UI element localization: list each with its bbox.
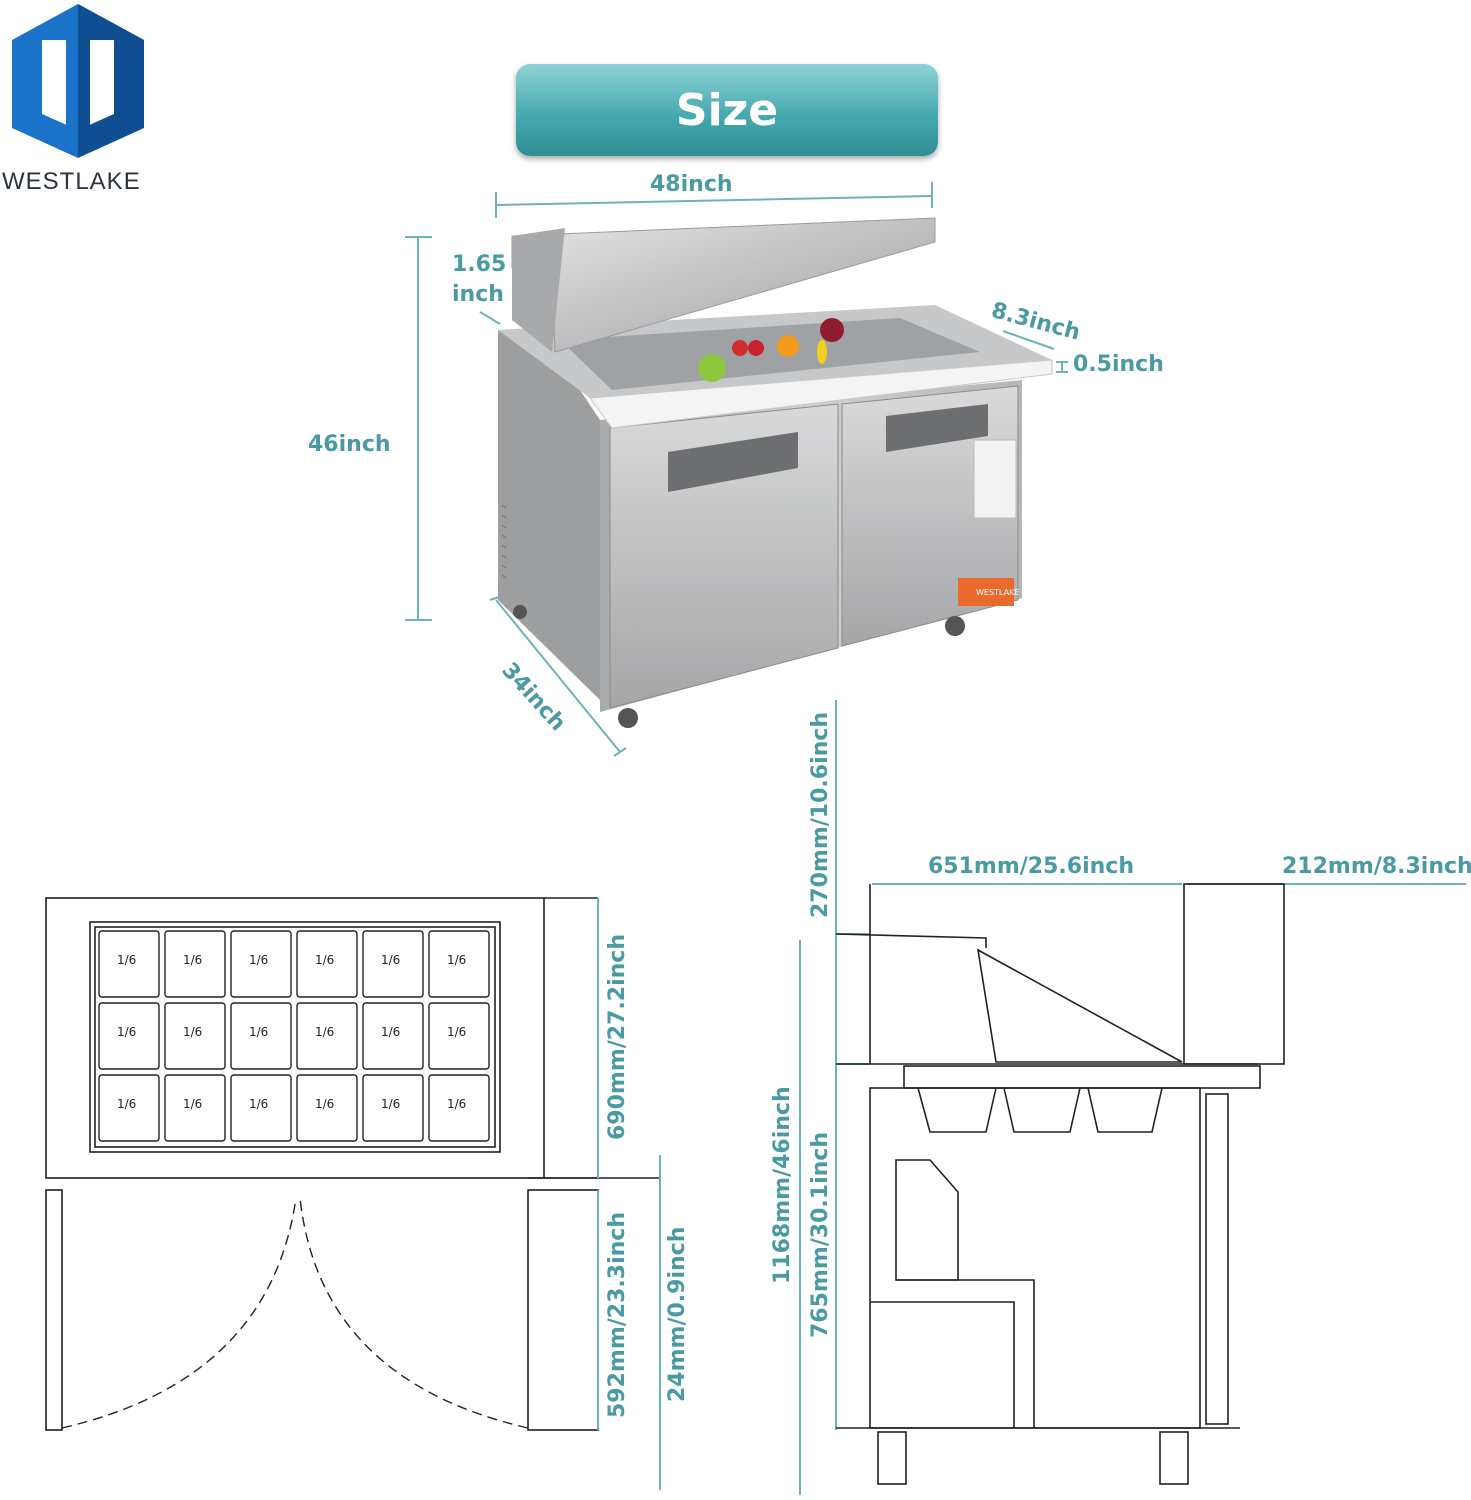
- dimension-lines: [405, 182, 1068, 757]
- board-thickness-label: 0.5inch: [1073, 352, 1164, 377]
- pan-slot: [428, 1002, 490, 1070]
- pan-size-label: 1/6: [381, 953, 400, 967]
- westlake-logo-icon: [12, 4, 144, 158]
- pan-slot: [230, 930, 292, 998]
- pan-size-label: 1/6: [381, 1097, 400, 1111]
- pan-slot: [296, 1074, 358, 1142]
- total-height-dim: 1168mm/46inch: [770, 1086, 795, 1284]
- brand-logo: [8, 2, 148, 162]
- lid-height-dim: 270mm/10.6inch: [808, 712, 833, 918]
- door-swing-arcs: [61, 1197, 529, 1429]
- fruit: [698, 354, 726, 382]
- side-view-outline: [835, 883, 1285, 1485]
- westlake-badge: [958, 578, 1014, 606]
- fruit: [777, 335, 799, 357]
- cutting-board-side: [1183, 883, 1285, 1065]
- pan-slot: [428, 1074, 490, 1142]
- left-door-handle: [668, 432, 798, 492]
- pan-size-label: 1/6: [447, 953, 466, 967]
- height-label: 46inch: [308, 432, 391, 457]
- size-title-banner: Size: [516, 64, 938, 156]
- pan-size-label: 1/6: [315, 953, 334, 967]
- left-door: [609, 403, 839, 709]
- side-view-dimension-lines: [799, 700, 1466, 1495]
- lid-thickness-line2: inch: [452, 282, 504, 307]
- pan-size-label: 1/6: [447, 1097, 466, 1111]
- pan-well-outer: [89, 921, 501, 1153]
- caster-wheel: [945, 616, 965, 636]
- pan-size-label: 1/6: [117, 953, 136, 967]
- right-door-handle: [886, 404, 988, 452]
- caster-wheel: [618, 708, 638, 728]
- pan-slot: [296, 930, 358, 998]
- pan-slot: [98, 930, 160, 998]
- pan-well-inner: [94, 926, 496, 1148]
- pan-slot: [230, 1074, 292, 1142]
- left-door-outline: [45, 1189, 63, 1431]
- spec-sticker: [973, 439, 1017, 519]
- vent-grille: [501, 504, 507, 579]
- pan-size-label: 1/6: [447, 1025, 466, 1039]
- right-door-outline: [527, 1189, 599, 1431]
- lid-side: [512, 228, 565, 352]
- pan-size-label: 1/6: [117, 1025, 136, 1039]
- rail-top: [903, 1065, 1261, 1089]
- door-edge: [1205, 1093, 1229, 1425]
- top-view-outline: [45, 897, 545, 1179]
- pan-size-label: 1/6: [249, 1025, 268, 1039]
- rear-caster: [1159, 1431, 1189, 1485]
- cabinet-body: [869, 1087, 1201, 1429]
- pan-slot: [164, 1002, 226, 1070]
- pan-area: [560, 318, 980, 390]
- fruit: [817, 340, 827, 364]
- body-depth-dim: 651mm/25.6inch: [928, 854, 1134, 879]
- gap-dim: 24mm/0.9inch: [665, 1226, 690, 1402]
- top-view-drawing: 1/6 1/6 1/6 1/6 1/6 1/6 1/6 1/6 1/6 1/6 1/6 1/6 1/6 1…: [45, 897, 661, 1490]
- width-label: 48inch: [650, 172, 733, 197]
- pan-size-label: 1/6: [117, 1097, 136, 1111]
- lid-thickness-line1: 1.65: [452, 252, 507, 277]
- pan-size-label: 1/6: [249, 953, 268, 967]
- pan-slot: [230, 1002, 292, 1070]
- pan-slot: [164, 1074, 226, 1142]
- fruit: [748, 340, 764, 356]
- board-depth-dim: 212mm/8.3inch: [1282, 854, 1471, 879]
- fruit: [820, 318, 844, 342]
- fruit: [732, 340, 748, 356]
- pan-grid: 1/6 1/6 1/6 1/6 1/6 1/6 1/6 1/6 1/6 1/6 1/6 1/6 1/6 1…: [98, 930, 490, 1142]
- brand-name: WESTLAKE: [2, 168, 141, 195]
- front-caster: [877, 1431, 907, 1485]
- pan-size-label: 1/6: [315, 1097, 334, 1111]
- compressor-box: [895, 1159, 959, 1281]
- pan-size-label: 1/6: [315, 1025, 334, 1039]
- side-view-drawing: [799, 700, 1466, 1495]
- pan-slot: [98, 1002, 160, 1070]
- pan-slot: [362, 1074, 424, 1142]
- pan-size-label: 1/6: [183, 953, 202, 967]
- work-height-dim: 765mm/30.1inch: [808, 1132, 833, 1338]
- pan-size-label: 1/6: [183, 1025, 202, 1039]
- top-depth-dim: 690mm/27.2inch: [605, 934, 630, 1140]
- pan-size-label: 1/6: [381, 1025, 400, 1039]
- pan-slot: [362, 930, 424, 998]
- pan-slot: [164, 930, 226, 998]
- page-title: Size: [675, 84, 779, 136]
- pan-size-label: 1/6: [249, 1097, 268, 1111]
- top-view-dimension-lines: [597, 898, 661, 1490]
- door-width-dim: 592mm/23.3inch: [605, 1212, 630, 1418]
- pan-slot: [428, 930, 490, 998]
- product-illustration: WESTLAKE: [405, 182, 1068, 757]
- caster-wheel: [513, 605, 527, 619]
- pan-slot: [98, 1074, 160, 1142]
- pan-size-label: 1/6: [183, 1097, 202, 1111]
- pan-slot: [296, 1002, 358, 1070]
- badge-label: WESTLAKE: [976, 588, 1019, 597]
- pan-slot: [362, 1002, 424, 1070]
